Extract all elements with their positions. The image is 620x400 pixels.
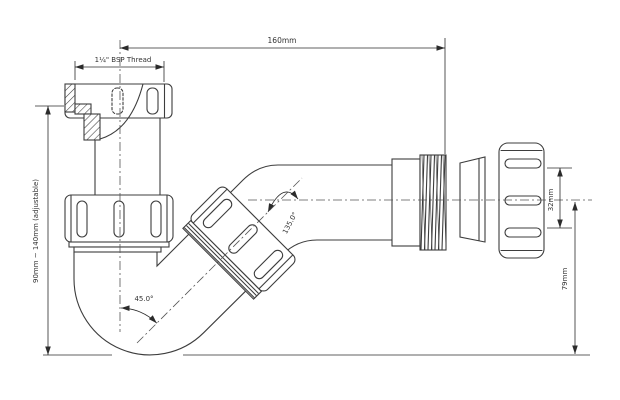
adjustable-nut-slot [113, 200, 125, 238]
outlet-nut-slot [504, 195, 542, 206]
adjustable-nut [64, 194, 174, 253]
adjustable-nut-washer [68, 241, 170, 248]
diagonal-nut [182, 186, 296, 300]
inlet-flange-hatch [64, 83, 101, 141]
adjustable-nut-slot [150, 200, 162, 238]
dim-outlet-centre-height-label: 79mm [561, 268, 569, 291]
dimension-labels: 160mm 1¼" BSP Thread 90mm ~ 140mm (adjus… [32, 36, 569, 303]
outlet-collar [391, 158, 421, 247]
dim-adjustable-height-label: 90mm ~ 140mm (adjustable) [32, 179, 40, 283]
inlet-nut-slot-hidden [111, 87, 124, 115]
inlet-nut-slot [146, 87, 159, 115]
inlet-bellmouth-curve [99, 83, 144, 140]
diagonal-nut-washer [182, 219, 263, 300]
inlet-pipe [94, 117, 161, 197]
dim-bend-angle-arc [120, 305, 158, 324]
dim-outlet-angle-label: 135.0° [281, 211, 299, 236]
dimensions [35, 38, 590, 356]
dim-overall-width-label: 160mm [268, 36, 297, 45]
outlet-threads [419, 154, 447, 251]
taper-washer [459, 156, 486, 243]
outlet-nut-slot [504, 158, 542, 169]
dim-bend-angle-label: 45.0° [134, 295, 153, 303]
outlet-nut-slot [504, 227, 542, 238]
diagonal-nut-slot [228, 224, 258, 254]
bend-outer-line [73, 239, 393, 356]
adjustable-nut-washer [73, 246, 162, 253]
outlet-nut [498, 142, 545, 259]
diagonal-nut-slot [253, 249, 284, 280]
dim-outlet-bore-label: 32mm [547, 189, 555, 212]
adjustable-nut-slot [76, 200, 88, 238]
dim-inlet-thread-label: 1¼" BSP Thread [95, 56, 152, 64]
bend-inner-line [156, 164, 393, 268]
dim-outlet-angle-arc [267, 190, 299, 213]
diagonal-nut-slot [202, 198, 233, 229]
trap-body [64, 83, 545, 356]
inlet-nut [64, 83, 173, 119]
